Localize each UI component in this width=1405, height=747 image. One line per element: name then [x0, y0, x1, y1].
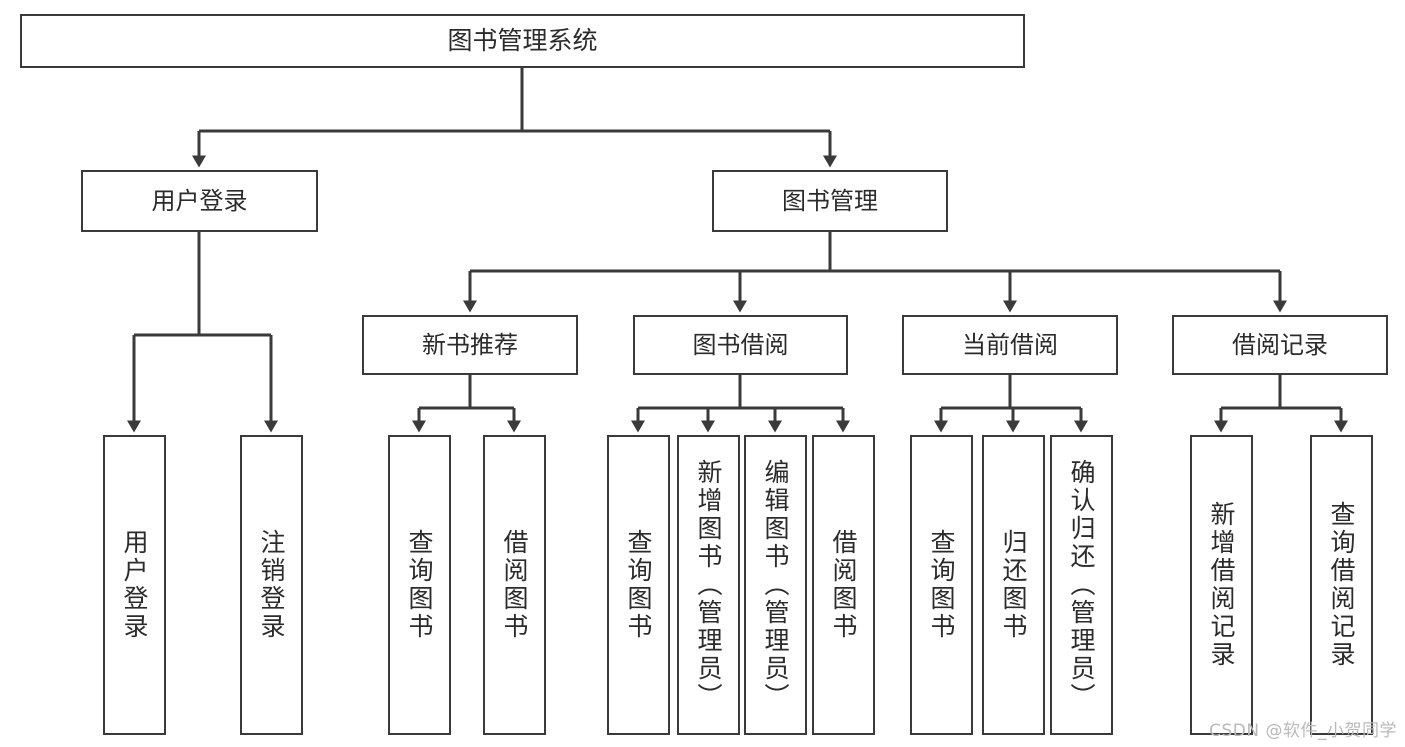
node-leaf-confirm-return-admin[interactable]: 确认归还（管理员） [1050, 435, 1113, 735]
node-leaf-label: 查询图书 [624, 529, 653, 641]
node-user-login-label: 用户登录 [151, 186, 248, 215]
node-leaf-label: 查询图书 [405, 529, 434, 641]
node-new-book-recommend[interactable]: 新书推荐 [362, 315, 578, 375]
node-leaf-label: 归还图书 [999, 529, 1028, 641]
node-book-borrow[interactable]: 图书借阅 [633, 315, 848, 375]
node-leaf-label: 查询借阅记录 [1327, 501, 1356, 669]
node-leaf-label: 借阅图书 [500, 529, 529, 641]
node-leaf-user-login[interactable]: 用户登录 [103, 435, 166, 735]
node-leaf-query-book-current[interactable]: 查询图书 [910, 435, 973, 735]
node-leaf-query-book-borrow[interactable]: 查询图书 [607, 435, 670, 735]
node-leaf-label: 注销登录 [257, 529, 286, 641]
node-leaf-borrow-book[interactable]: 借阅图书 [812, 435, 875, 735]
node-leaf-label: 新增借阅记录 [1207, 501, 1236, 669]
node-leaf-label: 借阅图书 [829, 529, 858, 641]
node-leaf-logout[interactable]: 注销登录 [240, 435, 303, 735]
node-leaf-query-borrow-record[interactable]: 查询借阅记录 [1310, 435, 1373, 735]
node-leaf-borrow-book-newbook[interactable]: 借阅图书 [483, 435, 546, 735]
node-new-book-recommend-label: 新书推荐 [422, 330, 518, 359]
node-leaf-edit-book-admin[interactable]: 编辑图书（管理员） [744, 435, 807, 735]
node-book-management-label: 图书管理 [782, 186, 878, 215]
node-borrow-records[interactable]: 借阅记录 [1172, 315, 1388, 375]
node-leaf-query-book-newbook[interactable]: 查询图书 [388, 435, 451, 735]
node-current-borrow-label: 当前借阅 [962, 330, 1058, 359]
node-book-borrow-label: 图书借阅 [692, 330, 789, 359]
node-borrow-records-label: 借阅记录 [1232, 330, 1328, 359]
node-leaf-label: 新增图书（管理员） [694, 459, 723, 711]
node-root-label: 图书管理系统 [447, 26, 598, 56]
node-leaf-return-book[interactable]: 归还图书 [982, 435, 1045, 735]
node-book-management[interactable]: 图书管理 [712, 170, 948, 232]
node-leaf-label: 查询图书 [927, 529, 956, 641]
node-root[interactable]: 图书管理系统 [20, 14, 1025, 68]
node-leaf-label: 确认归还（管理员） [1067, 459, 1096, 711]
node-leaf-label: 用户登录 [120, 529, 149, 641]
node-user-login[interactable]: 用户登录 [81, 170, 318, 232]
node-leaf-label: 编辑图书（管理员） [761, 459, 790, 711]
node-leaf-add-book-admin[interactable]: 新增图书（管理员） [677, 435, 740, 735]
node-leaf-add-borrow-record[interactable]: 新增借阅记录 [1190, 435, 1253, 735]
watermark: CSDN @软件_小贺同学 [1209, 721, 1397, 741]
node-current-borrow[interactable]: 当前借阅 [902, 315, 1118, 375]
